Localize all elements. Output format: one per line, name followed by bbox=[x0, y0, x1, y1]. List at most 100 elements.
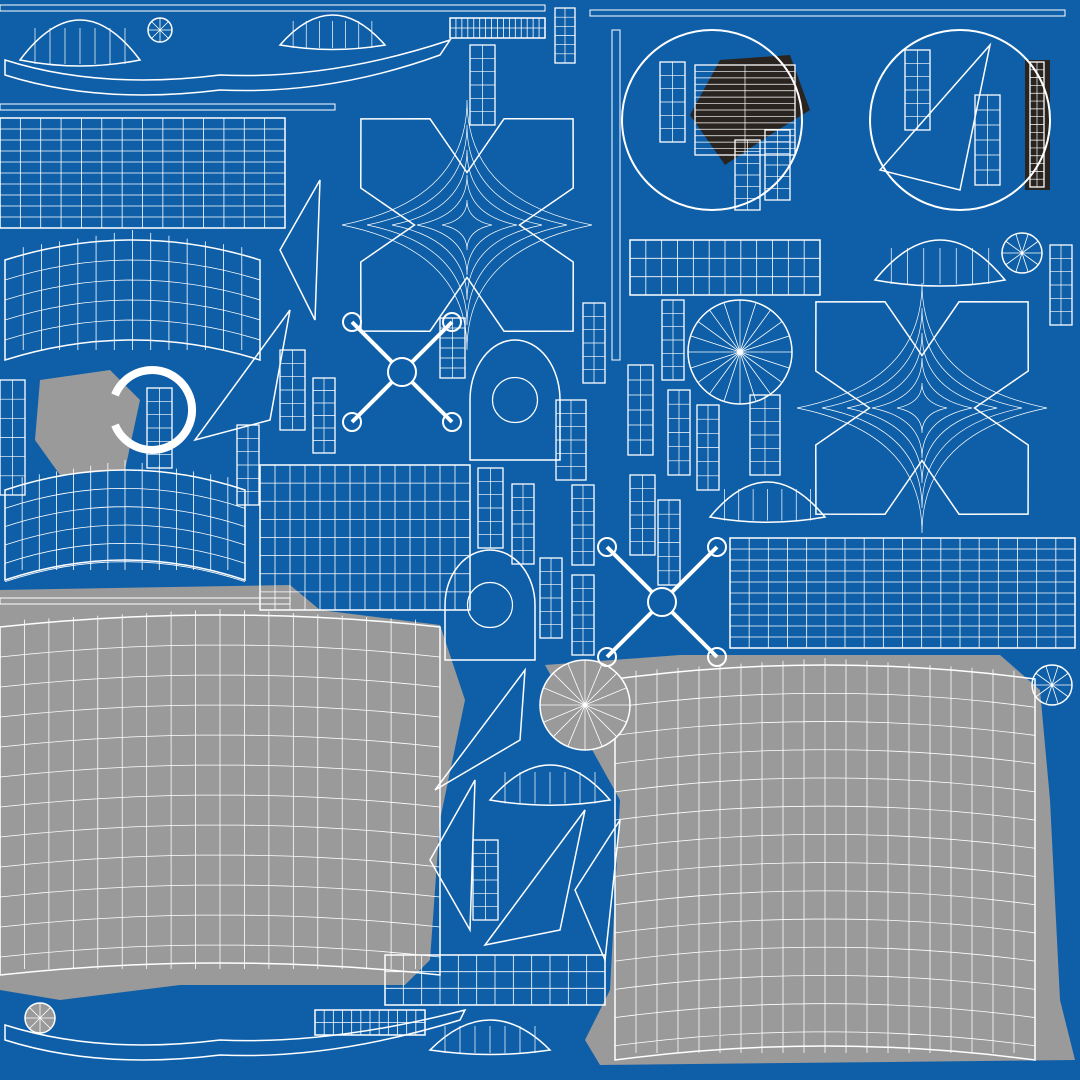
arch-mesh-2-outline bbox=[4, 469, 246, 582]
fan-disc-small bbox=[1001, 232, 1043, 274]
arch-mesh-b-hole bbox=[466, 581, 514, 629]
strip-mesh-20-wires bbox=[473, 840, 498, 920]
spoke-cross-2-end bbox=[597, 647, 617, 667]
strip-mesh-6 bbox=[236, 424, 260, 506]
spoke-cross-1 bbox=[342, 312, 462, 432]
mesh-large-left-wires bbox=[0, 609, 441, 969]
x-mesh-right-outline bbox=[815, 301, 1029, 515]
fan-disc-tiny-2 bbox=[24, 1002, 56, 1034]
fin-mesh-2 bbox=[279, 179, 321, 321]
strip-mesh-8 bbox=[582, 302, 606, 384]
ribbon-top bbox=[4, 38, 452, 96]
fan-disc-gray-spokes bbox=[540, 660, 630, 750]
gray-island-c bbox=[35, 370, 140, 475]
fan-disc-small-2-spokes bbox=[1032, 665, 1072, 705]
spoke-cross-2-arm bbox=[605, 545, 654, 594]
strip-mesh-0-wires bbox=[470, 45, 495, 125]
strip-mesh-13-wires bbox=[478, 468, 503, 548]
ring-left bbox=[621, 29, 803, 211]
arch-mesh-2-wires bbox=[4, 460, 246, 583]
thin-strip-left bbox=[0, 597, 291, 605]
mesh-large-right-outline bbox=[614, 664, 1036, 1061]
fin-mesh-1 bbox=[193, 309, 291, 442]
strip-mesh-12 bbox=[696, 404, 720, 491]
spoke-cross-2-end bbox=[707, 537, 727, 557]
strip-mesh-21 bbox=[1049, 244, 1073, 326]
strip-mesh-14-wires bbox=[512, 484, 534, 564]
strip-mesh-8-wires bbox=[583, 303, 605, 383]
x-mesh-right bbox=[796, 282, 1048, 534]
strip-mesh-2-wires bbox=[660, 62, 685, 142]
strip-mesh-23-wires bbox=[750, 395, 780, 475]
fan-disc-large-spokes bbox=[688, 300, 792, 404]
strip-mesh-5 bbox=[146, 387, 173, 469]
lens-mesh-6 bbox=[428, 1019, 552, 1056]
strip-mesh-28-wires bbox=[0, 380, 25, 495]
lens-mesh-4 bbox=[708, 481, 827, 523]
arch-mesh-b bbox=[444, 549, 536, 661]
strip-mesh-23 bbox=[749, 394, 781, 476]
arch-mesh-a-hole bbox=[491, 376, 539, 424]
strip-mesh-17-wires bbox=[658, 500, 680, 585]
dark-strip-wires-wires bbox=[1030, 62, 1044, 187]
spoke-cross-1-hub bbox=[387, 357, 417, 387]
fan-disc-tiny-2-spokes bbox=[25, 1003, 55, 1033]
table-mesh-left-outline bbox=[0, 117, 286, 229]
strip-mesh-18-wires bbox=[540, 558, 562, 638]
strip-mesh-7-wires bbox=[440, 318, 465, 378]
mesh-large-right bbox=[614, 658, 1036, 1061]
thin-strip-top-right bbox=[589, 9, 1066, 17]
dark-strip-wires bbox=[1029, 61, 1045, 188]
strip-mesh-25-wires bbox=[765, 130, 790, 200]
strip-mesh-16-wires bbox=[630, 475, 655, 555]
spoke-cross-1-end bbox=[342, 412, 362, 432]
thin-strip-top bbox=[0, 4, 546, 12]
strip-mesh-15 bbox=[571, 484, 595, 566]
lens-mesh-2-outline bbox=[278, 14, 387, 51]
strip-mesh-9 bbox=[627, 364, 654, 456]
strip-mesh-5-wires bbox=[147, 388, 172, 468]
strip-mesh-3-wires bbox=[280, 350, 305, 430]
fan-disc-small-spokes bbox=[1002, 233, 1042, 273]
lens-mesh-6-outline bbox=[428, 1019, 552, 1056]
arch-mesh-b-outline bbox=[444, 549, 536, 661]
fan-disc-large bbox=[687, 299, 793, 405]
strip-mesh-16 bbox=[629, 474, 656, 556]
strip-mesh-22-wires bbox=[556, 400, 586, 480]
table-mesh-right-wires bbox=[729, 538, 1075, 648]
fan-disc-gray bbox=[539, 659, 631, 751]
arch-mesh-a bbox=[469, 339, 561, 461]
lens-mesh-4-wires bbox=[724, 489, 811, 521]
strip-mesh-13 bbox=[477, 467, 504, 549]
strip-mesh-24-wires bbox=[735, 140, 760, 210]
spoke-cross-2-end bbox=[597, 537, 617, 557]
strip-mesh-2 bbox=[659, 61, 686, 143]
fin-mesh-5 bbox=[483, 809, 586, 947]
spoke-cross-1-end bbox=[342, 312, 362, 332]
strip-mesh-12-wires bbox=[697, 405, 719, 490]
strip-mesh-18 bbox=[539, 557, 563, 639]
strip-mesh-1 bbox=[554, 7, 576, 64]
gray-island-right bbox=[545, 655, 1075, 1065]
bar-mesh-1-wires bbox=[629, 240, 820, 295]
spoke-cross-2-end bbox=[707, 647, 727, 667]
lens-mesh-3-wires bbox=[890, 248, 990, 284]
arch-mesh-2 bbox=[4, 460, 246, 583]
fin-mesh-4 bbox=[429, 779, 476, 933]
arch-mesh-a-outline bbox=[469, 339, 561, 461]
table-mesh-left-wires bbox=[0, 118, 285, 228]
lens-mesh-4-outline bbox=[708, 481, 827, 523]
strip-mesh-27 bbox=[974, 94, 1001, 186]
lens-mesh-3-outline bbox=[873, 239, 1007, 287]
strip-mesh-19 bbox=[571, 574, 595, 656]
strip-mesh-28 bbox=[0, 379, 26, 496]
strip-mesh-21-wires bbox=[1050, 245, 1072, 325]
x-mesh-top-outline bbox=[360, 118, 574, 332]
spoke-cross-2-arm bbox=[670, 545, 719, 594]
bar-mesh-1 bbox=[629, 239, 821, 296]
fin-mesh-3 bbox=[434, 667, 526, 791]
strip-mesh-9-wires bbox=[628, 365, 653, 455]
lens-mesh-1-outline bbox=[18, 19, 142, 67]
strip-mesh-19-wires bbox=[572, 575, 594, 655]
